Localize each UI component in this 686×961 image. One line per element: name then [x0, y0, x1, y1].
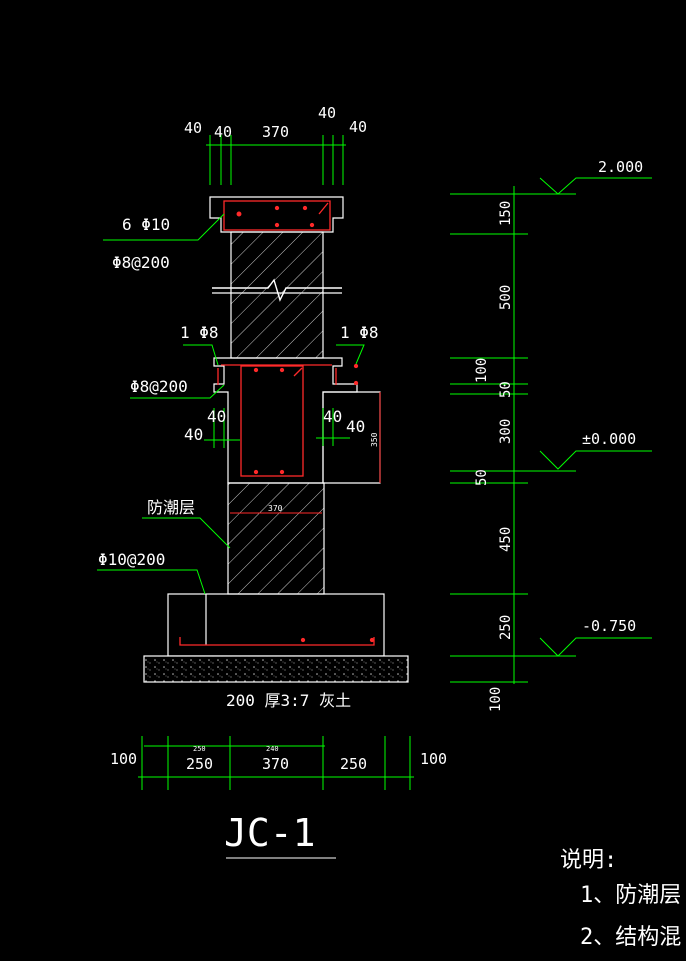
label-beam-height: 350 [370, 432, 379, 447]
bottom-dim-outer-left: 100 [110, 750, 137, 768]
top-dim-d: 40 [318, 104, 336, 122]
right-dim-50a: 50 [498, 381, 514, 398]
footing-bar [179, 637, 375, 646]
notes-heading: 说明: [560, 848, 617, 873]
label-mid-left-a: 40 [207, 407, 226, 426]
bottom-dim-middle: 370 [262, 755, 289, 773]
top-dim-e: 40 [349, 118, 367, 136]
annotation-labels: 6 Φ10 Φ8@200 1 Φ8 1 Φ8 Φ8@200 40 40 40 4… [98, 215, 379, 710]
right-dim-250: 250 [498, 615, 514, 640]
right-dim-100b: 100 [488, 687, 504, 712]
right-dimension-texts: 150 500 100 50 300 50 450 250 100 [474, 201, 514, 712]
elevation-zero: ±0.000 [582, 430, 636, 448]
bottom-dim-outer-right: 100 [420, 750, 447, 768]
right-dim-500: 500 [498, 285, 514, 310]
middle-beam-cage [217, 364, 337, 385]
right-dim-450: 450 [498, 527, 514, 552]
notes-item-1: 1、防潮层 [580, 883, 681, 908]
elevation-top: 2.000 [598, 158, 643, 176]
lower-wall [227, 482, 325, 595]
bottom-dim-left: 250 [186, 755, 213, 773]
rebar [179, 200, 375, 646]
label-mid-right-b: 40 [346, 417, 365, 436]
right-dim-150: 150 [498, 201, 514, 226]
top-dim-a: 40 [184, 119, 202, 137]
base-layer [143, 655, 409, 683]
top-dim-c: 370 [262, 123, 289, 141]
bottom-dim-small-a: 250 [193, 745, 206, 753]
right-dim-300: 300 [498, 419, 514, 444]
structure-outline [143, 196, 409, 683]
label-base-layer: 200 厚3:7 灰土 [226, 691, 351, 710]
right-dim-50b: 50 [474, 469, 490, 486]
elevation-bottom: -0.750 [582, 617, 636, 635]
label-bars-top: 6 Φ10 [122, 215, 170, 234]
top-beam-cage [223, 200, 331, 231]
title-block: JC-1 [224, 811, 336, 859]
bottom-dim-right: 250 [340, 755, 367, 773]
bottom-dimension-texts: 100 250 370 250 100 250 240 [110, 745, 447, 773]
elevation-texts: 2.000 ±0.000 -0.750 [582, 158, 643, 635]
label-stirrup-mid: Φ8@200 [130, 377, 188, 396]
top-dimension-texts: 40 40 370 40 40 [184, 104, 367, 141]
label-footing-bar: Φ10@200 [98, 550, 165, 569]
drawing-title: JC-1 [224, 811, 316, 855]
notes-item-2: 2、结构混 [580, 925, 681, 950]
top-beam-outline [209, 196, 344, 233]
notes: 说明: 1、防潮层 2、结构混 [560, 848, 681, 950]
dimension-lines [97, 135, 652, 790]
label-mid-right-a: 40 [323, 407, 342, 426]
label-bar-right: 1 Φ8 [340, 323, 379, 342]
right-dim-100: 100 [474, 358, 490, 383]
label-mid-left-b: 40 [184, 425, 203, 444]
top-dim-b: 40 [214, 123, 232, 141]
label-bar-left: 1 Φ8 [180, 323, 219, 342]
break-line [212, 278, 342, 302]
upper-wall [230, 231, 324, 359]
label-wall-width: 370 [268, 504, 283, 513]
label-stirrup-top: Φ8@200 [112, 253, 170, 272]
footing [167, 593, 385, 657]
bottom-dim-small-b: 240 [266, 745, 279, 753]
label-damp-course: 防潮层 [147, 498, 195, 517]
